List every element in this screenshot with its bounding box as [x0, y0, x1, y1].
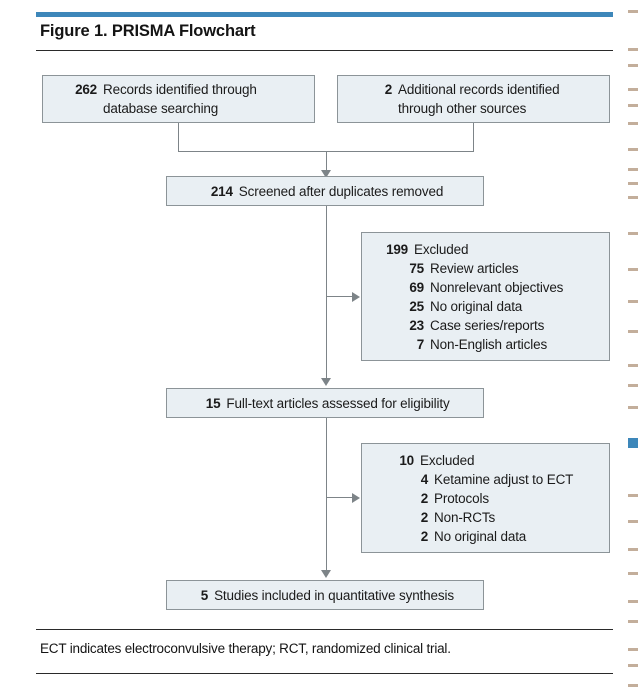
excluded-item-label: No original data [434, 528, 527, 544]
node-count: 262 [75, 82, 97, 97]
connector-branch [326, 296, 353, 297]
excluded-item-label: Case series/reports [430, 317, 545, 333]
excluded-item-count: 75 [409, 260, 424, 276]
excluded-item-label: Review articles [430, 260, 519, 276]
excluded-item-label: No original data [430, 298, 523, 314]
arrow-down-icon [321, 570, 331, 578]
title-divider [36, 50, 613, 51]
node-label: Excluded [420, 452, 475, 468]
node-count: 199 [386, 241, 408, 257]
node-identified-database: 262 Records identified through database … [42, 75, 315, 123]
node-count: 10 [399, 452, 414, 468]
excluded-item-count: 7 [416, 336, 425, 352]
node-identified-other: 2 Additional records identified through … [337, 75, 610, 123]
arrow-right-icon [352, 493, 360, 503]
arrow-right-icon [352, 292, 360, 302]
node-screened: 214 Screened after duplicates removed [166, 176, 484, 206]
node-label: Screened after duplicates removed [238, 183, 444, 199]
excluded-item-label: Non-RCTs [434, 509, 496, 525]
excluded-item-count: 2 [420, 509, 429, 525]
excluded-item-count: 25 [409, 298, 424, 314]
excluded-item-count: 2 [420, 490, 429, 506]
node-count: 5 [200, 587, 209, 603]
node-label-line2: database searching [103, 101, 219, 116]
adjacent-column-sliver [628, 0, 640, 696]
connector-line [326, 151, 327, 172]
footnote-divider-bottom [36, 673, 613, 674]
excluded-item: 2 Protocols [390, 489, 637, 508]
excluded-item: 2 No original data [390, 527, 637, 546]
node-count: 15 [205, 395, 221, 411]
connector-line [326, 206, 327, 380]
excluded-item-label: Nonrelevant objectives [430, 279, 564, 295]
excluded-item: 7 Non-English articles [380, 335, 627, 354]
arrow-down-icon [321, 170, 331, 178]
node-count: 2 [384, 82, 393, 97]
excluded-item-label: Non-English articles [430, 336, 548, 352]
excluded-item-count: 69 [409, 279, 424, 295]
connector-line [473, 123, 474, 151]
figure-footnote: ECT indicates electroconvulsive therapy;… [40, 641, 451, 656]
node-label-line2: through other sources [398, 101, 527, 116]
excluded-item: 25 No original data [380, 297, 627, 316]
node-excluded-fulltext: 10 Excluded 4 Ketamine adjust to ECT 2 P… [361, 443, 610, 553]
excluded-item-label: Ketamine adjust to ECT [434, 471, 574, 487]
accent-rule [36, 12, 613, 17]
excluded-item-label: Protocols [434, 490, 489, 506]
excluded-item: 75 Review articles [380, 259, 627, 278]
excluded-item: 23 Case series/reports [380, 316, 627, 335]
footnote-divider-top [36, 629, 613, 630]
node-count: 214 [210, 183, 233, 199]
node-label: Full-text articles assessed for eligibil… [226, 395, 450, 411]
connector-branch [326, 497, 353, 498]
excluded-item: 69 Nonrelevant objectives [380, 278, 627, 297]
arrow-down-icon [321, 378, 331, 386]
excluded-item-count: 23 [409, 317, 424, 333]
excluded-item: 2 Non-RCTs [390, 508, 637, 527]
node-included-synthesis: 5 Studies included in quantitative synth… [166, 580, 484, 610]
connector-line [326, 418, 327, 572]
excluded-item: 4 Ketamine adjust to ECT [390, 470, 637, 489]
node-fulltext-assessed: 15 Full-text articles assessed for eligi… [166, 388, 484, 418]
connector-line [178, 123, 179, 151]
node-label: Records identified through [103, 82, 257, 97]
excluded-item-count: 2 [420, 528, 429, 544]
excluded-item-count: 4 [420, 471, 429, 487]
node-label: Additional records identified [398, 82, 560, 97]
node-label: Excluded [414, 241, 469, 257]
node-label: Studies included in quantitative synthes… [214, 587, 454, 603]
node-excluded-screening: 199 Excluded 75 Review articles 69 Nonre… [361, 232, 610, 361]
figure-title: Figure 1. PRISMA Flowchart [40, 22, 256, 40]
